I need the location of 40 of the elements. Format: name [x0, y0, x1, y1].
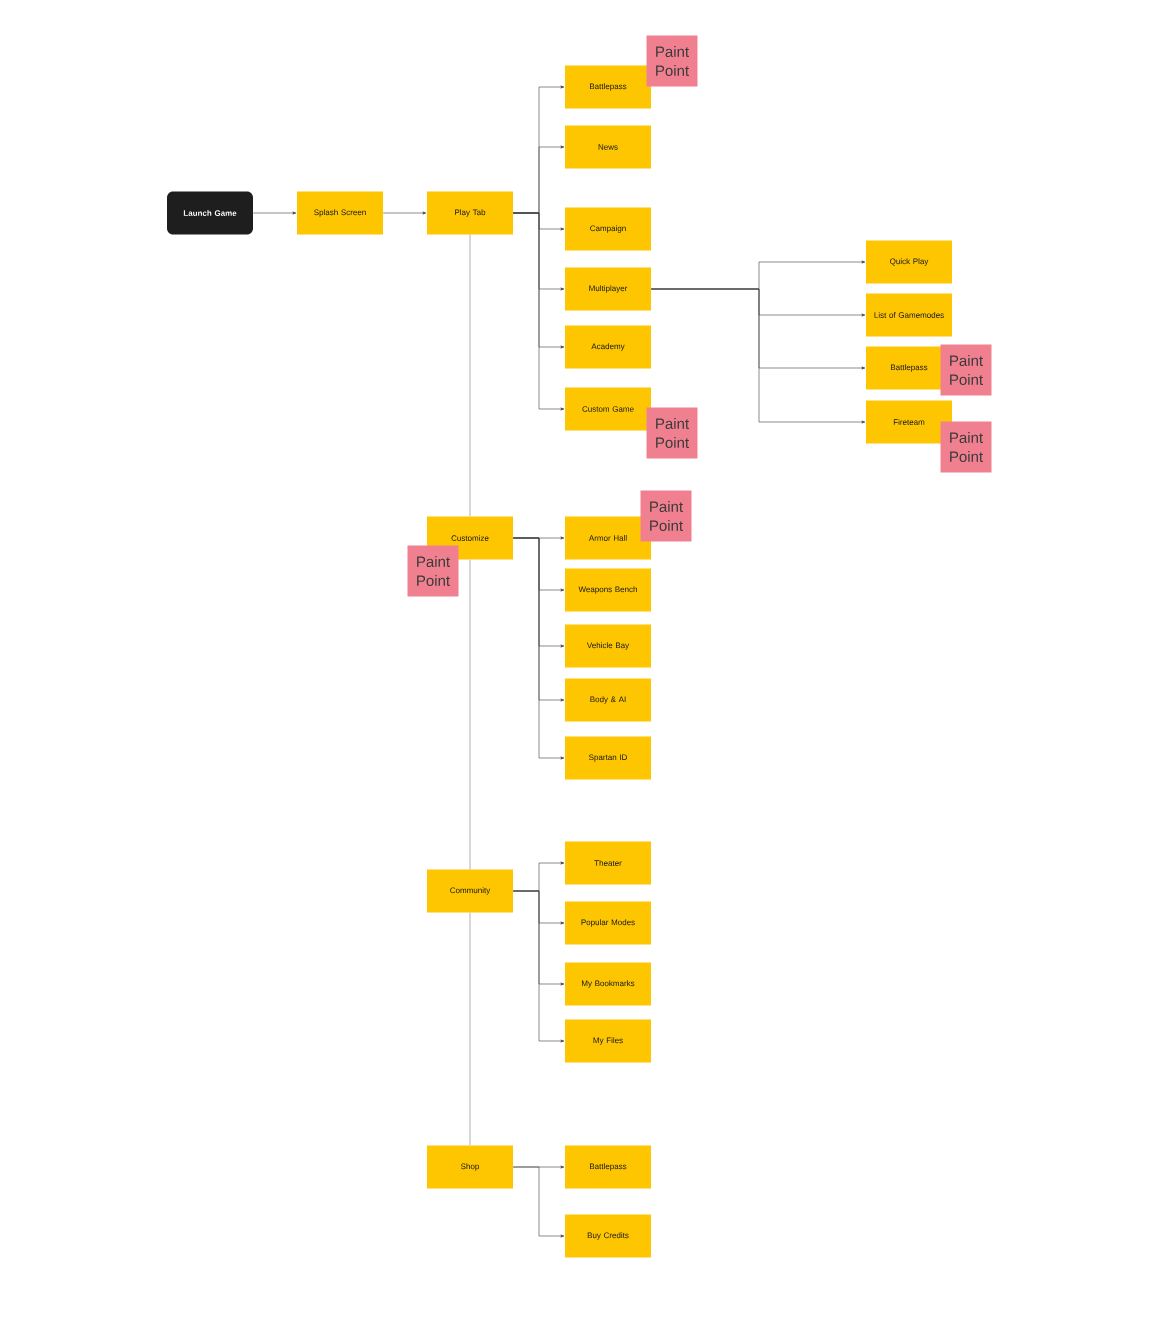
process-box: List of Gamemodes: [866, 293, 952, 337]
arrow: [252, 211, 297, 215]
connector-line: [469, 559, 471, 870]
sticky-note: Paint Point: [646, 407, 698, 459]
process-box: Weapons Bench: [565, 568, 651, 612]
process-box: Splash Screen: [297, 191, 383, 235]
process-box: Vehicle Bay: [565, 624, 651, 668]
arrow: [512, 890, 565, 1043]
process-box: Custom Game: [565, 387, 651, 431]
process-box: Battlepass: [565, 65, 651, 109]
arrow: [512, 212, 565, 411]
process-box: Armor Hall: [565, 516, 651, 560]
process-box: Theater: [565, 841, 651, 885]
process-box: Play Tab: [427, 191, 513, 235]
process-box: Popular Modes: [565, 901, 651, 945]
sticky-note: Paint Point: [940, 421, 992, 473]
process-box: Battlepass: [565, 1145, 651, 1189]
process-box: My Bookmarks: [565, 962, 651, 1006]
process-box: My Files: [565, 1019, 651, 1063]
sticky-note: Paint Point: [640, 490, 692, 542]
process-box: Quick Play: [866, 240, 952, 284]
connector-line: [469, 912, 471, 1146]
process-box: Shop: [427, 1145, 513, 1189]
process-box: Buy Credits: [565, 1214, 651, 1258]
start-box: Launch Game: [167, 191, 253, 235]
connector-line: [469, 234, 471, 517]
sticky-note: Paint Point: [646, 35, 698, 87]
process-box: Multiplayer: [565, 267, 651, 311]
process-box: Spartan ID: [565, 736, 651, 780]
arrow: [382, 211, 427, 215]
process-box: Academy: [565, 325, 651, 369]
arrow: [512, 537, 565, 760]
process-box: Community: [427, 869, 513, 913]
process-box: Body & AI: [565, 678, 651, 722]
process-box: Campaign: [565, 207, 651, 251]
sticky-note: Paint Point: [940, 344, 992, 396]
arrow: [512, 1166, 565, 1238]
process-box: News: [565, 125, 651, 169]
arrow: [650, 288, 866, 424]
sticky-note: Paint Point: [407, 545, 459, 597]
